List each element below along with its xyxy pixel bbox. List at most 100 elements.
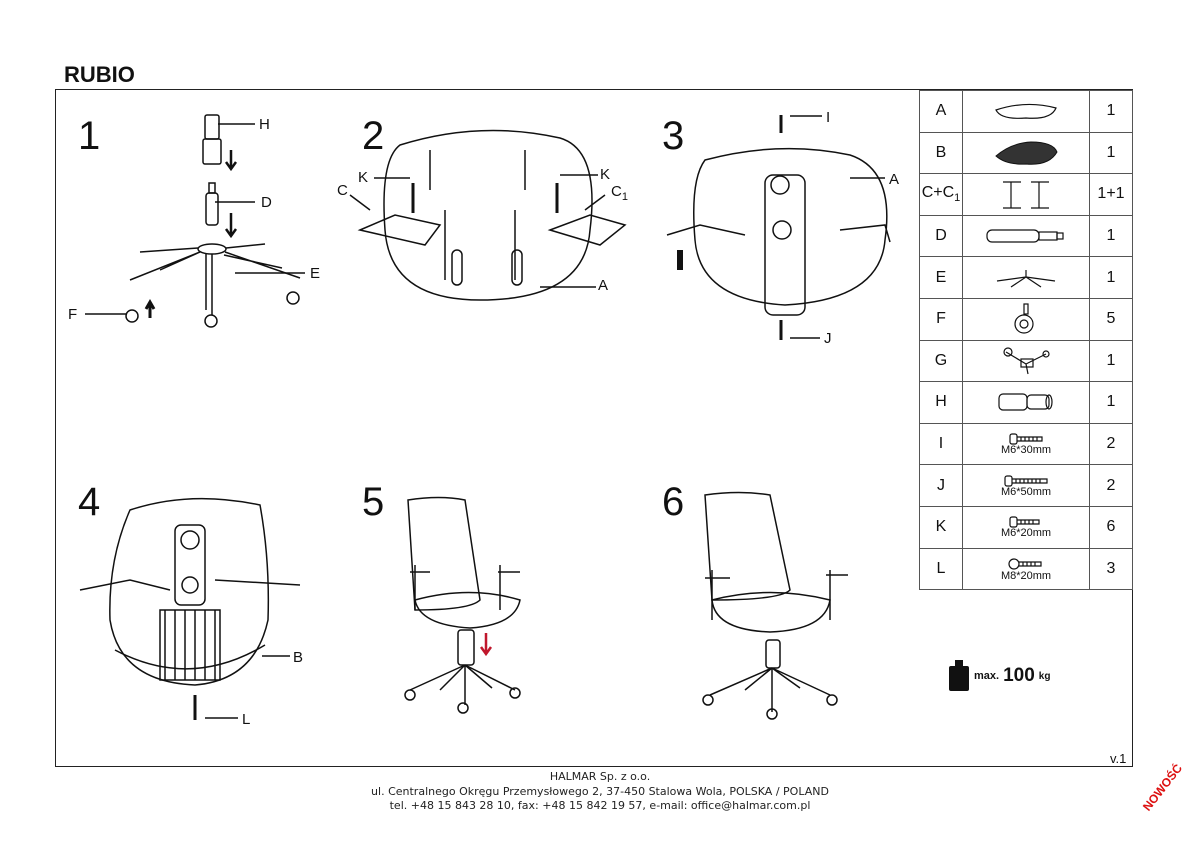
table-row: L M8*20mm 3 xyxy=(919,547,1133,591)
gas-lift-icon xyxy=(986,229,1064,243)
version-label: v.1 xyxy=(1110,751,1127,766)
part-image: M6*30mm xyxy=(962,422,1090,466)
table-row: K M6*20mm 6 xyxy=(919,505,1133,549)
part-id: D xyxy=(919,214,963,258)
bolt-icon xyxy=(1009,433,1043,445)
weight-icon xyxy=(949,660,969,691)
part-qty: 1 xyxy=(1089,90,1133,133)
part-image xyxy=(962,173,1090,216)
part-qty: 1 xyxy=(1089,256,1133,299)
part-id: I xyxy=(919,422,963,466)
product-title: RUBIO xyxy=(64,62,135,87)
step-number-3: 3 xyxy=(662,114,685,158)
part-qty: 5 xyxy=(1089,297,1133,341)
callout-l: L xyxy=(242,711,251,728)
step-number-1: 1 xyxy=(78,114,101,158)
callout-h: H xyxy=(259,116,270,133)
part-id: F xyxy=(919,297,963,341)
step5-chair-drawing xyxy=(404,496,521,714)
backrest-icon xyxy=(995,141,1058,165)
bolt-icon xyxy=(1008,558,1042,570)
step-number-5: 5 xyxy=(362,480,385,524)
seat-shell-icon xyxy=(995,104,1057,120)
part-id: H xyxy=(919,381,963,424)
part-qty: 2 xyxy=(1089,422,1133,466)
part-image xyxy=(962,339,1090,383)
step4-back-drawing xyxy=(79,497,301,720)
part-id: B xyxy=(919,131,963,175)
part-id: L xyxy=(919,547,963,591)
parts-table: A 1 B 1 C+C1 1+1 D 1 xyxy=(919,90,1133,591)
instruction-frame xyxy=(55,89,1133,767)
part-qty: 1 xyxy=(1089,214,1133,258)
footer-company: HALMAR Sp. z o.o. xyxy=(549,770,651,783)
part-id: J xyxy=(919,464,963,507)
footer-contact: tel. +48 15 843 28 10, fax: +48 15 842 1… xyxy=(389,799,811,812)
bolt-icon xyxy=(1004,475,1048,487)
callout-a-step3: A xyxy=(889,171,900,188)
part-image: M6*20mm xyxy=(962,505,1090,549)
part-qty: 2 xyxy=(1089,464,1133,507)
part-id: C+C1 xyxy=(919,173,963,216)
max-load-value: 100 xyxy=(1003,665,1035,686)
part-qty: 1+1 xyxy=(1089,173,1133,216)
armrests-icon xyxy=(1003,181,1049,210)
step-number-4: 4 xyxy=(78,480,101,524)
table-row: B 1 xyxy=(919,131,1133,175)
callout-c1: C1 xyxy=(611,183,628,203)
callout-i: I xyxy=(826,109,831,126)
table-row: E 1 xyxy=(919,256,1133,299)
table-row: A 1 xyxy=(919,90,1133,133)
table-row: I M6*30mm 2 xyxy=(919,422,1133,466)
part-qty: 1 xyxy=(1089,131,1133,175)
gas-lift-cover-icon xyxy=(998,393,1053,412)
step-number-2: 2 xyxy=(362,114,385,158)
bolt-size: M6*20mm xyxy=(1000,527,1052,540)
star-base-icon xyxy=(996,269,1056,288)
step6-chair-drawing xyxy=(702,491,848,720)
bolt-size: M6*30mm xyxy=(1000,444,1052,457)
max-load-prefix: max. xyxy=(974,670,1000,682)
tilt-mechanism-icon xyxy=(1003,347,1050,374)
callout-f: F xyxy=(68,306,78,323)
bolt-icon xyxy=(1009,516,1040,528)
part-image xyxy=(962,297,1090,341)
callout-b: B xyxy=(293,649,304,666)
part-id: A xyxy=(919,90,963,133)
part-image xyxy=(962,256,1090,299)
callout-d: D xyxy=(261,194,272,211)
callout-k-right: K xyxy=(600,166,611,183)
part-qty: 1 xyxy=(1089,381,1133,424)
table-row: J M6*50mm 2 xyxy=(919,464,1133,507)
bolt-size: M6*50mm xyxy=(1000,485,1052,498)
table-row: G 1 xyxy=(919,339,1133,383)
footer-address: ul. Centralnego Okręgu Przemysłowego 2, … xyxy=(371,784,829,798)
castor-icon xyxy=(1014,303,1034,334)
max-load: max. 100 kg xyxy=(948,660,1050,692)
table-row: H 1 xyxy=(919,381,1133,424)
part-id: G xyxy=(919,339,963,383)
part-image: M6*50mm xyxy=(962,464,1090,507)
max-load-unit: kg xyxy=(1038,670,1051,682)
part-qty: 1 xyxy=(1089,339,1133,383)
table-row: F 5 xyxy=(919,297,1133,341)
step1-base-drawing xyxy=(85,114,305,328)
part-image: M8*20mm xyxy=(962,547,1090,591)
callout-j: J xyxy=(824,330,832,347)
part-image xyxy=(962,381,1090,424)
table-row: C+C1 1+1 xyxy=(919,173,1133,216)
step3-mechanism-drawing xyxy=(666,115,891,340)
bolt-size: M8*20mm xyxy=(1000,569,1052,582)
table-row: D 1 xyxy=(919,214,1133,258)
step-number-6: 6 xyxy=(662,480,685,524)
callout-k-left: K xyxy=(358,169,369,186)
part-id: E xyxy=(919,256,963,299)
part-qty: 3 xyxy=(1089,547,1133,591)
callout-c: C xyxy=(337,182,348,199)
part-qty: 6 xyxy=(1089,505,1133,549)
part-image xyxy=(962,90,1090,133)
part-image xyxy=(962,214,1090,258)
callout-e: E xyxy=(310,265,321,282)
step2-seat-drawing xyxy=(349,129,627,301)
